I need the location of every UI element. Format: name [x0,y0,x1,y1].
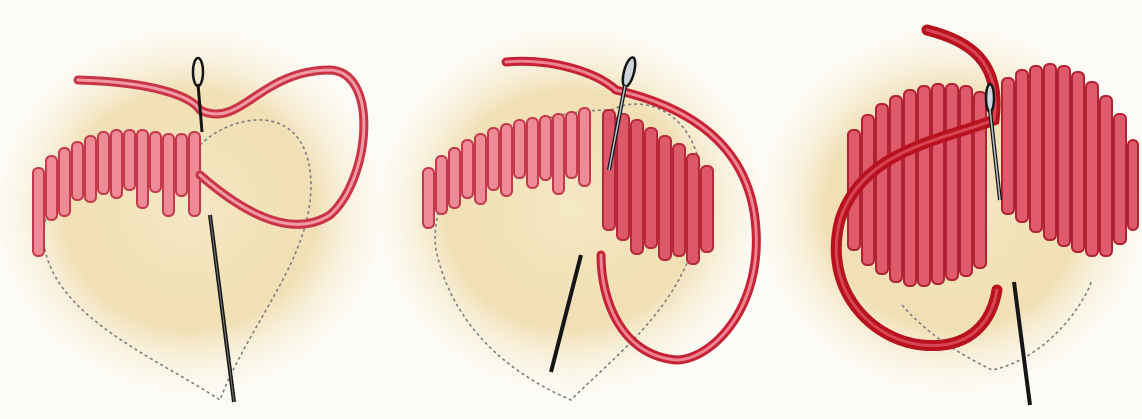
step-1-panel [0,0,380,419]
step-1-drawing [0,0,380,419]
step-2-drawing [381,0,761,419]
satin-stitches-left [848,84,986,286]
step-3-drawing [762,0,1142,419]
step-2-panel [381,0,761,419]
step-3-panel [762,0,1142,419]
